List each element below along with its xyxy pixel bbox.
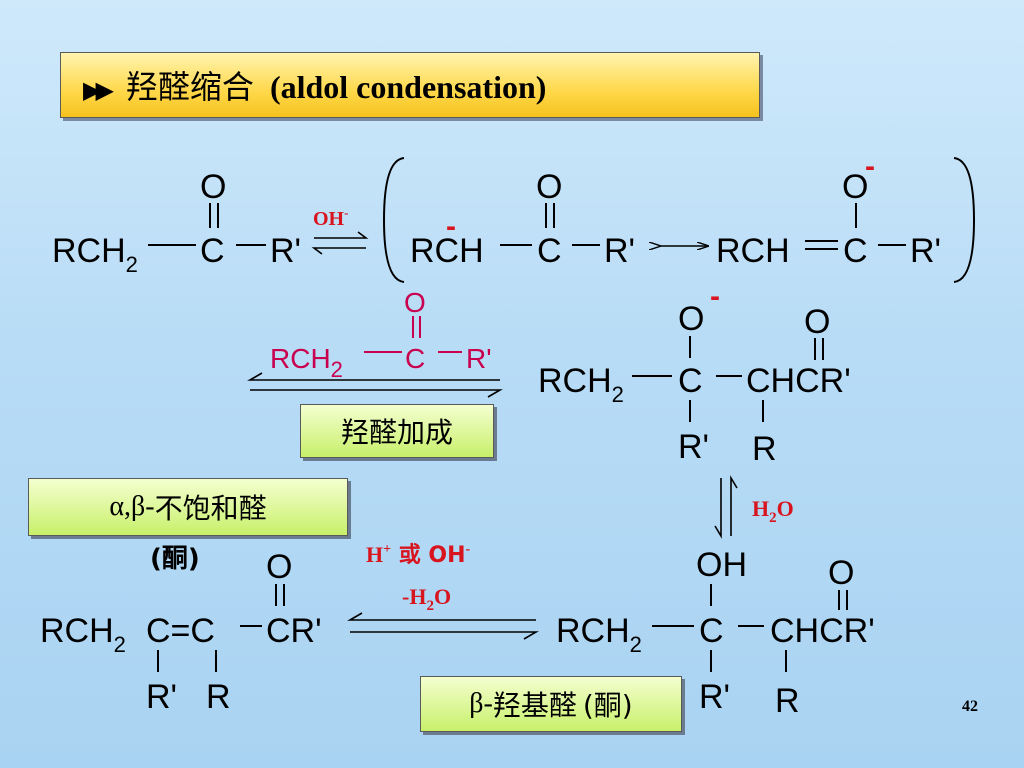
r-prime: R' xyxy=(699,678,730,716)
dehydration-label: -H2O xyxy=(402,584,451,614)
carbon: C xyxy=(678,362,703,400)
enolate: RCH C O - R' xyxy=(716,150,941,270)
carbonyl-carbon: C xyxy=(537,232,562,270)
rch2-label: RCH2 xyxy=(556,612,642,657)
reverse-arrow xyxy=(311,247,366,255)
base-catalyst-equilibrium: OH- xyxy=(311,205,369,255)
oxygen: O xyxy=(842,168,868,206)
title-en: (aldol condensation) xyxy=(269,69,547,105)
oxygen: O xyxy=(536,168,562,206)
r-prime: R' xyxy=(146,678,177,716)
r-prime: R' xyxy=(270,232,301,270)
unsaturated-paren: (酮) xyxy=(150,544,200,574)
r-prime: R' xyxy=(604,232,635,270)
forward-arrow xyxy=(314,231,369,239)
title-zh: 羟醛缩合 xyxy=(125,68,254,106)
second-ketone-red: RCH2 C O R' xyxy=(270,287,492,382)
up-arrow xyxy=(730,475,738,536)
cr-label: CR' xyxy=(266,612,322,650)
hydroxy-greek: β- xyxy=(469,688,493,719)
chcr-label: CHCR' xyxy=(770,612,875,650)
oxygen: O xyxy=(804,303,830,341)
negative-charge: - xyxy=(865,150,875,183)
rch-label: RCH xyxy=(716,232,790,270)
oxygen: O xyxy=(404,287,426,318)
r-group: R xyxy=(206,678,231,716)
negative-charge: - xyxy=(710,280,720,313)
forward-arrow xyxy=(250,389,503,398)
hydroxyl: OH xyxy=(696,546,747,584)
aldol-addition-label: 羟醛加成 xyxy=(300,404,494,458)
oxygen: O xyxy=(678,300,704,338)
bracket-left xyxy=(382,157,405,283)
carbonyl-carbon: C xyxy=(405,343,425,374)
rch2-label: RCH2 xyxy=(270,343,343,382)
reverse-arrow xyxy=(247,372,500,381)
beta-hydroxy-product: RCH2 C OH R' CHCR' O R xyxy=(556,546,875,720)
carbon: C xyxy=(843,232,868,270)
carbonyl-carbon: C xyxy=(200,232,225,270)
unsaturated-zh: 不饱和醛 xyxy=(154,492,267,525)
r-prime: R' xyxy=(910,232,941,270)
oxygen: O xyxy=(266,548,292,586)
ceqc-label: C=C xyxy=(146,612,215,650)
chcr-label: CHCR' xyxy=(746,362,851,400)
aldol-addition-text: 羟醛加成 xyxy=(340,416,453,449)
down-arrow xyxy=(714,478,722,539)
page-number: 42 xyxy=(962,698,978,715)
oxygen: O xyxy=(200,168,226,206)
hydroxy-zh: 羟基醛 xyxy=(492,689,577,722)
ketone-reactant: RCH2 C O R' xyxy=(52,168,301,277)
rch2-label: RCH2 xyxy=(52,232,138,277)
oxygen: O xyxy=(828,554,854,592)
bracket-right xyxy=(953,157,976,283)
alkoxide-intermediate: RCH2 C O - R' CHCR' O R xyxy=(538,280,851,468)
title: ▶▶羟醛缩合 (aldol condensation) xyxy=(83,62,546,108)
carbanion: - RCH C O R' xyxy=(410,168,635,270)
r-prime: R' xyxy=(466,343,492,374)
r-group: R xyxy=(752,430,777,468)
reverse-arrow xyxy=(350,631,539,640)
rch2-label: RCH2 xyxy=(40,612,126,657)
water-reagent: H2O xyxy=(752,496,794,526)
carbon: C xyxy=(699,612,724,650)
hydroxy-paren: (酮) xyxy=(582,689,633,722)
oh-reagent: OH- xyxy=(313,205,348,230)
rch-label: RCH xyxy=(410,232,484,270)
rch2-label: RCH2 xyxy=(538,362,624,407)
unsaturated-product: RCH2 C=C R' R CR' O xyxy=(40,548,322,716)
r-prime: R' xyxy=(678,428,709,466)
unsaturated-label: α,β-不饱和醛 xyxy=(28,478,348,536)
title-box: ▶▶羟醛缩合 (aldol condensation) xyxy=(60,52,760,118)
r-group: R xyxy=(775,682,800,720)
hydroxy-label: β-羟基醛(酮) xyxy=(420,676,682,732)
acid-base-reagent: H+ 或 OH- xyxy=(366,542,471,568)
negative-charge: - xyxy=(446,210,456,243)
unsaturated-greek: α,β- xyxy=(109,491,155,522)
forward-arrow xyxy=(347,612,536,621)
